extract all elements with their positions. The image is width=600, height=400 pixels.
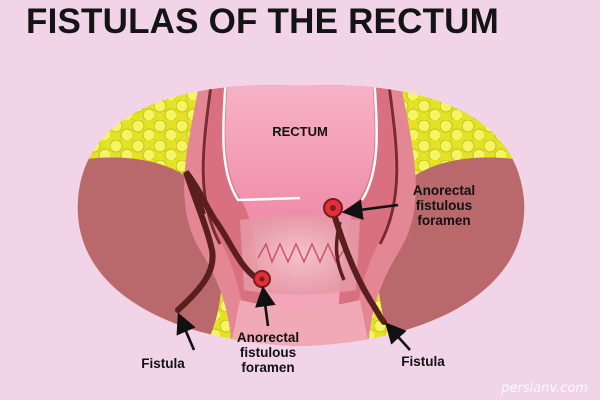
fistula-right-label: Fistula: [401, 354, 445, 369]
foramen-right-line-2: fistulous: [415, 198, 473, 213]
arrow-to-bottom-foramen: [255, 285, 276, 327]
arrow-to-left-fistula: [176, 312, 196, 351]
arrow-to-right-foramen: [341, 199, 399, 220]
foramen-bottom-label: Anorectal fistulous foramen: [226, 330, 310, 375]
fistula-left-label: Fistula: [141, 356, 185, 371]
foramen-bottom-line-3: foramen: [241, 360, 295, 375]
foramen-bottom-opening: [253, 270, 271, 288]
page-title: FISTULAS OF THE RECTUM: [26, 2, 499, 41]
foramen-right-line-1: Anorectal: [412, 183, 476, 198]
watermark: persianv.com: [501, 381, 588, 396]
arrow-to-right-fistula: [385, 322, 411, 351]
rectum-label: RECTUM: [272, 124, 328, 139]
foramen-right-label: Anorectal fistulous foramen: [402, 183, 486, 228]
right-fistula-tract: [329, 205, 387, 325]
foramen-right-line-3: foramen: [417, 213, 471, 228]
foramen-bottom-line-1: Anorectal: [236, 330, 300, 345]
foramen-right-opening: [323, 198, 343, 218]
foramen-bottom-line-2: fistulous: [239, 345, 297, 360]
